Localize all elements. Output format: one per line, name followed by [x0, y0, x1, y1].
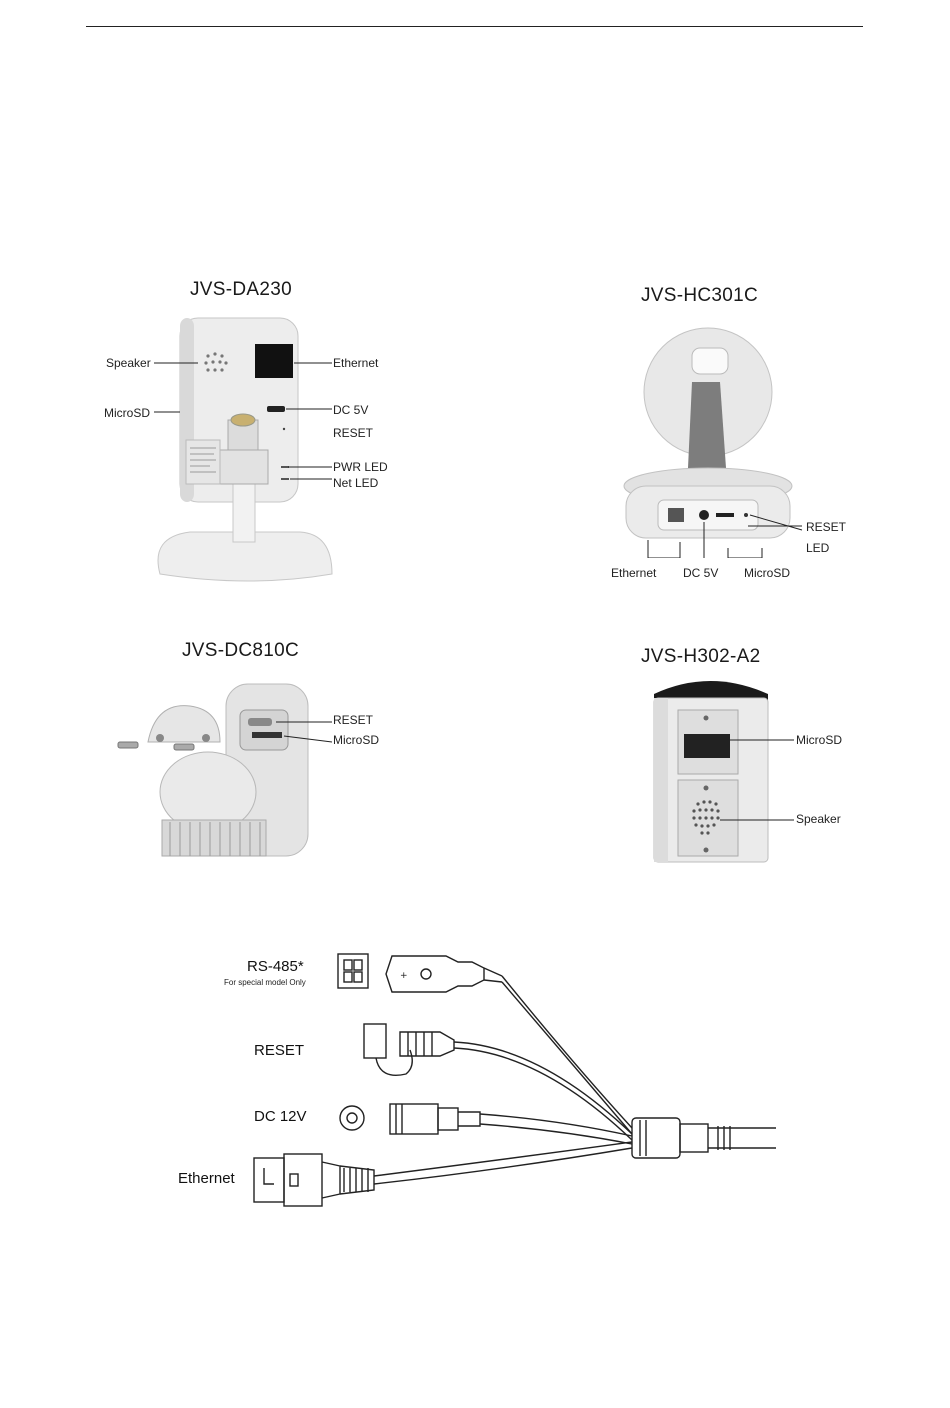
model-title-da230: JVS-DA230	[190, 279, 292, 301]
model-title-dc810c: JVS-DC810C	[182, 640, 299, 662]
label-dc810c-reset: RESET	[333, 713, 373, 727]
model-title-h302a2: JVS-H302-A2	[641, 646, 760, 668]
cable-harness-diagram: +	[240, 940, 800, 1220]
label-da230-dc: DC 5V	[333, 403, 368, 417]
label-hc301c-reset: RESET	[806, 520, 846, 534]
device-da230-photo	[100, 312, 400, 592]
label-dc810c-microsd: MicroSD	[333, 733, 379, 747]
label-da230-pwr-led: PWR LED	[333, 460, 388, 474]
cable-label-ethernet: Ethernet	[178, 1170, 235, 1187]
label-hc301c-led: LED	[806, 541, 829, 555]
label-h302a2-speaker: Speaker	[796, 812, 841, 826]
svg-text:+: +	[400, 971, 408, 981]
label-da230-net-led: Net LED	[333, 476, 378, 490]
label-h302a2-microsd: MicroSD	[796, 733, 842, 747]
label-da230-microsd: MicroSD	[104, 406, 150, 420]
label-hc301c-dc: DC 5V	[683, 566, 718, 580]
device-h302a2-photo	[650, 674, 850, 868]
model-title-hc301c: JVS-HC301C	[641, 285, 758, 307]
label-hc301c-ethernet: Ethernet	[611, 566, 656, 580]
device-dc810c-photo	[108, 680, 388, 860]
label-da230-reset: RESET	[333, 426, 373, 440]
label-da230-speaker: Speaker	[106, 356, 151, 370]
label-hc301c-microsd: MicroSD	[744, 566, 790, 580]
label-da230-ethernet: Ethernet	[333, 356, 378, 370]
header-rule	[86, 26, 863, 27]
